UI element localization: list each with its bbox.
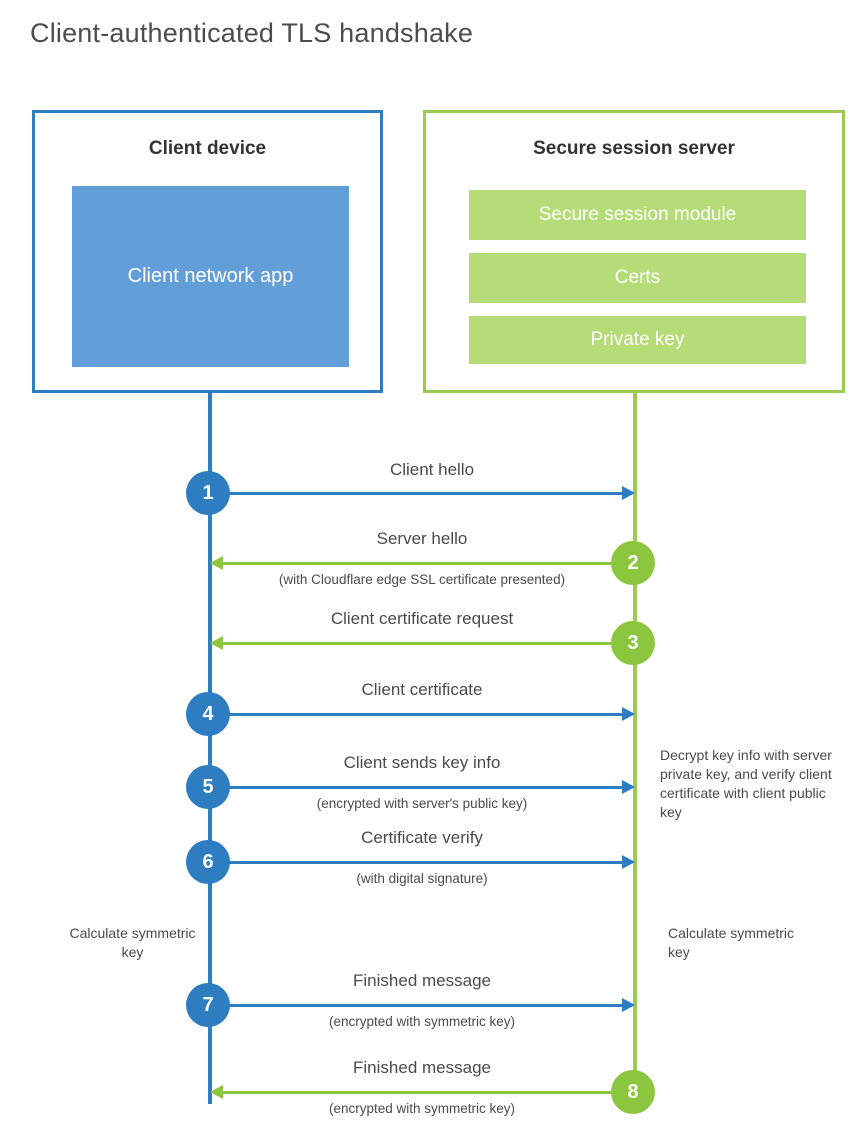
step-4-arrow-line (210, 713, 622, 716)
client-device-box: Client device Client network app (32, 110, 383, 393)
step-6-label: Certificate verify (361, 828, 483, 847)
step-7-arrow-head-icon (622, 998, 635, 1012)
step-4-label: Client certificate (361, 680, 483, 699)
step-2-badge[interactable]: 2 (611, 541, 655, 585)
step-5-badge[interactable]: 5 (186, 765, 230, 809)
step-6-sublabel: (with digital signature) (356, 871, 488, 886)
calculate-symmetric-key-client-note: Calculate symmetric key (69, 925, 196, 960)
certs-block: Certs (469, 253, 806, 303)
decrypt-key-info-note: Decrypt key info with server private key… (660, 747, 832, 820)
step-2-arrow-line (223, 562, 623, 565)
server-lifeline (633, 393, 637, 1093)
step-3-badge[interactable]: 3 (611, 621, 655, 665)
step-4-arrow-head-icon (622, 707, 635, 721)
step-5-arrow-head-icon (622, 780, 635, 794)
step-8-sublabel: (encrypted with symmetric key) (328, 1101, 516, 1116)
private-key-block: Private key (469, 316, 806, 364)
step-1-arrow-head-icon (622, 486, 635, 500)
step-2-arrow-head-icon (210, 556, 223, 570)
step-8-badge[interactable]: 8 (611, 1070, 655, 1114)
step-5-label: Client sends key info (343, 753, 501, 772)
client-network-app-block: Client network app (72, 186, 349, 367)
step-7-label: Finished message (353, 971, 491, 990)
step-8-arrow-line (223, 1091, 623, 1094)
step-4-badge[interactable]: 4 (186, 692, 230, 736)
step-6-arrow-head-icon (622, 855, 635, 869)
step-2-sublabel: (with Cloudflare edge SSL certificate pr… (278, 572, 566, 587)
step-3-label: Client certificate request (330, 609, 514, 628)
step-1-arrow-line (210, 492, 622, 495)
secure-session-server-title: Secure session server (533, 138, 735, 159)
step-7-sublabel: (encrypted with symmetric key) (328, 1014, 516, 1029)
step-7-badge[interactable]: 7 (186, 983, 230, 1027)
step-5-arrow-line (210, 786, 622, 789)
step-8-label: Finished message (353, 1058, 491, 1077)
step-6-badge[interactable]: 6 (186, 840, 230, 884)
step-7-arrow-line (210, 1004, 622, 1007)
client-lifeline (208, 393, 212, 1104)
step-3-arrow-head-icon (210, 636, 223, 650)
secure-session-module-block: Secure session module (469, 190, 806, 240)
page-title: Client-authenticated TLS handshake (30, 18, 474, 48)
step-8-arrow-head-icon (210, 1085, 223, 1099)
step-2-label: Server hello (376, 529, 468, 548)
secure-session-server-box: Secure session server Secure session mod… (423, 110, 845, 393)
calculate-symmetric-key-server-note: Calculate symmetric key (668, 925, 795, 960)
step-5-sublabel: (encrypted with server's public key) (316, 796, 528, 811)
step-1-badge[interactable]: 1 (186, 471, 230, 515)
step-1-label: Client hello (389, 460, 475, 479)
client-device-title: Client device (148, 138, 267, 159)
step-6-arrow-line (210, 861, 622, 864)
step-3-arrow-line (223, 642, 623, 645)
